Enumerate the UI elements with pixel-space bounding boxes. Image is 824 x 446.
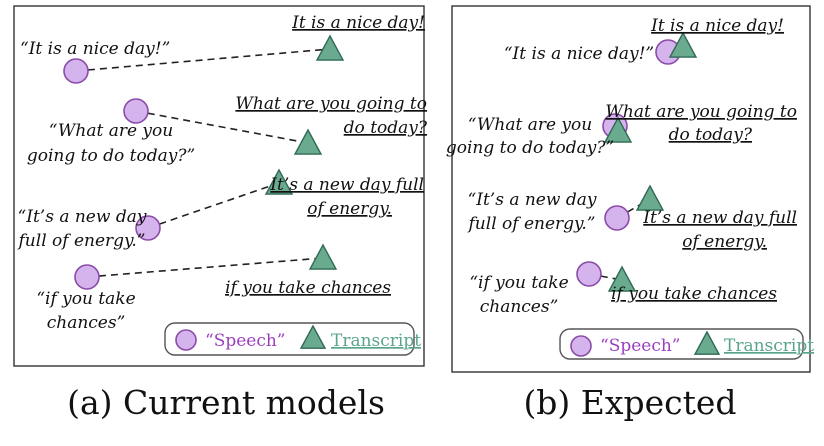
speech-label: “It’s a new day (468, 190, 597, 210)
speech-label: going to do today?” (446, 138, 614, 158)
transcript-triangle-icon (635, 184, 665, 211)
alignment-pair: “It is a nice day!” It is a nice day! (504, 16, 784, 65)
transcript-label: do today? (344, 118, 428, 138)
transcript-label: It is a nice day! (650, 16, 784, 36)
transcript-triangle-icon (308, 243, 338, 270)
speech-label: going to do today?” (27, 146, 195, 166)
speech-label: full of energy.” (467, 214, 596, 234)
alignment-line (86, 257, 324, 278)
transcript-triangle-icon (293, 128, 323, 155)
speech-label: chances” (480, 297, 559, 317)
legend-speech-circle-icon (570, 335, 592, 357)
legend-transcript-triangle-icon (299, 324, 327, 349)
transcript-triangle-icon (315, 34, 345, 61)
speech-circle-icon (123, 98, 149, 124)
alignment-pair: “It’s a new day full of energy.” It’s a ne… (17, 168, 424, 251)
transcript-triangle-icon (668, 31, 698, 58)
legend-frame (559, 328, 804, 360)
speech-circle-icon (576, 261, 602, 287)
alignment-pair: “if you take chances” if you take chances (469, 261, 777, 317)
transcript-label: It is a nice day! (291, 13, 425, 33)
transcript-triangle-icon (264, 168, 294, 195)
speech-label: “if you take (36, 289, 135, 309)
legend-speech-circle-icon (175, 329, 197, 351)
speech-label: “It is a nice day!” (504, 44, 654, 64)
speech-label: “if you take (469, 273, 568, 293)
speech-label: “It’s a new day (18, 207, 147, 227)
speech-label: “What are you (49, 121, 173, 141)
alignment-pair: “What are you going to do today?” What are… (27, 94, 428, 166)
transcript-triangle-icon (607, 265, 637, 292)
panel-expected: “It is a nice day!” It is a nice day! “Wha… (446, 5, 814, 373)
speech-circle-icon (135, 215, 161, 241)
speech-label: chances” (47, 313, 126, 333)
speech-circle-icon (604, 205, 630, 231)
legend-transcript-triangle-icon (693, 330, 721, 355)
legend-frame (164, 322, 415, 356)
transcript-label: What are you going to (605, 102, 797, 122)
alignment-pair: “What are you going to do today?” What are… (446, 102, 797, 158)
alignment-line (75, 48, 331, 72)
transcript-label: What are you going to (235, 94, 427, 114)
panel-caption: (b) Expected (523, 383, 736, 422)
alignment-pair: “if you take chances” if you take chances (36, 243, 391, 333)
transcript-label: of energy. (307, 199, 392, 219)
panel-caption: (a) Current models (67, 383, 385, 422)
panel-frame (451, 5, 811, 373)
legend-transcript-label: Transcript (331, 331, 421, 351)
panel-frame (13, 5, 425, 367)
alignment-line (135, 110, 309, 144)
legend: “Speech” Transcript (559, 328, 814, 360)
transcript-label: if you take chances (225, 278, 391, 298)
legend-speech-label: “Speech” (600, 336, 681, 356)
speech-circle-icon (74, 264, 100, 290)
speech-label: “It is a nice day!” (20, 39, 170, 59)
transcript-label: if you take chances (611, 284, 777, 304)
legend-speech-label: “Speech” (205, 331, 286, 351)
speech-label: “What are you (468, 115, 592, 135)
alignment-line (147, 182, 280, 229)
panel-current-models: “It is a nice day!” It is a nice day! “Wha… (13, 5, 428, 367)
speech-label: full of energy.” (17, 231, 146, 251)
transcript-label: do today? (669, 125, 753, 145)
transcript-label: It’s a new day full (269, 175, 424, 195)
speech-circle-icon (63, 58, 89, 84)
alignment-pair: “It’s a new day full of energy.” It’s a ne… (467, 184, 797, 252)
legend: “Speech” Transcript (164, 322, 421, 356)
transcript-triangle-icon (603, 116, 633, 143)
transcript-label: of energy. (682, 232, 767, 252)
legend-transcript-label: Transcript (724, 336, 814, 356)
alignment-pair: “It is a nice day!” It is a nice day! (20, 13, 425, 84)
transcript-label: It’s a new day full (642, 208, 797, 228)
